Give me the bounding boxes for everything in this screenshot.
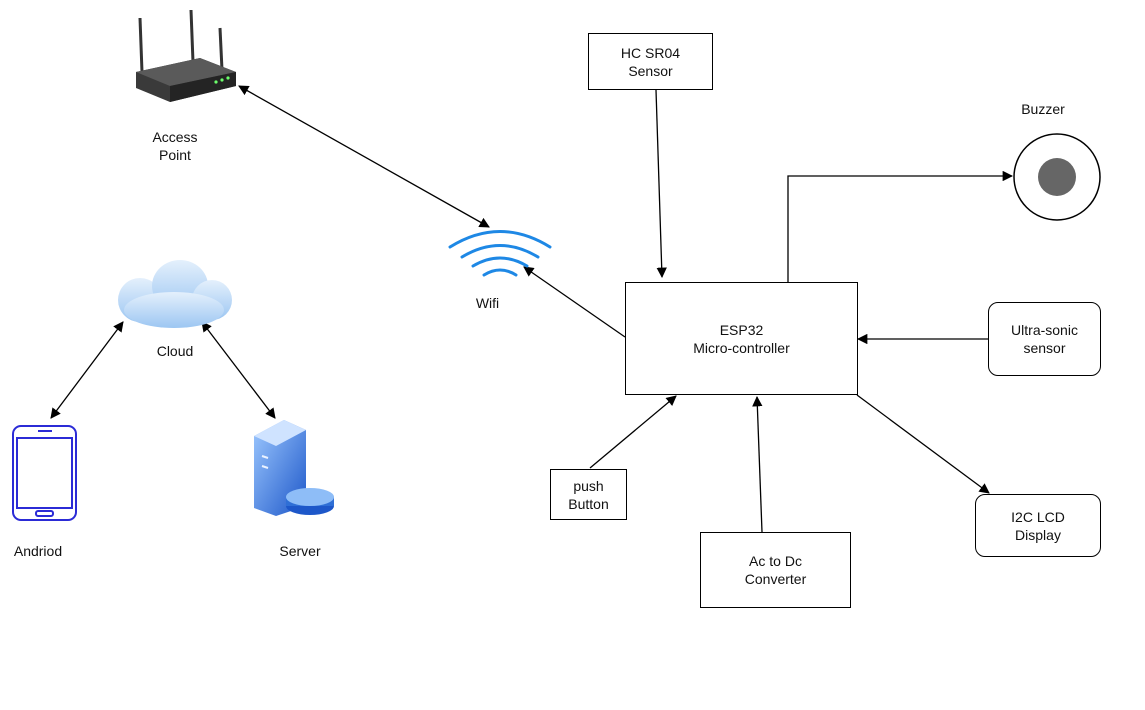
cloud-label: Cloud xyxy=(156,343,194,359)
esp32-box: ESP32 Micro-controller xyxy=(625,282,858,395)
smartphone-icon xyxy=(12,425,77,521)
push-button-box: push Button xyxy=(550,469,627,520)
edge-cloud-android xyxy=(50,321,124,419)
server-label: Server xyxy=(279,543,321,559)
edge-acdc-esp32 xyxy=(752,395,763,533)
access-point-label-line2: Point xyxy=(159,147,191,163)
edge-button-esp32 xyxy=(589,395,677,469)
hc-sr04-sensor-box: HC SR04 Sensor xyxy=(588,33,713,90)
access-point-label: Access Point xyxy=(135,128,215,164)
edge-esp32-buzzer xyxy=(787,170,1014,282)
buzzer-icon xyxy=(1013,133,1101,221)
lcd-line2: Display xyxy=(1015,526,1061,543)
access-point-label-line1: Access xyxy=(152,129,198,145)
ultrasonic-line2: sensor xyxy=(1023,340,1066,356)
cloud-icon xyxy=(118,260,232,328)
wifi-label: Wifi xyxy=(475,295,500,311)
android-label: Andriod xyxy=(13,543,63,559)
ac-dc-converter-box: Ac to Dc Converter xyxy=(700,532,851,608)
edge-hcsr04-esp32 xyxy=(655,89,667,279)
ac-dc-line2: Converter xyxy=(744,571,807,587)
push-button-line1: push xyxy=(573,477,604,494)
edge-esp32-wifi xyxy=(523,266,626,338)
hc-sr04-line1: HC SR04 xyxy=(620,44,681,61)
edge-cloud-server xyxy=(201,321,276,419)
router-icon xyxy=(136,9,236,102)
wifi-icon xyxy=(448,230,552,277)
edge-accesspoint-wifi xyxy=(238,85,490,228)
ultrasonic-sensor-box: Ultra-sonic sensor xyxy=(988,302,1101,376)
push-button-line2: Button xyxy=(568,495,609,512)
i2c-lcd-display-box: I2C LCD Display xyxy=(975,494,1101,557)
esp32-line2: Micro-controller xyxy=(693,339,790,356)
connectors xyxy=(50,85,1014,533)
buzzer-label: Buzzer xyxy=(1021,101,1065,117)
ultrasonic-line1: Ultra-sonic xyxy=(1011,322,1078,338)
esp32-line1: ESP32 xyxy=(719,321,764,338)
edge-esp32-lcd xyxy=(856,394,990,494)
hc-sr04-line2: Sensor xyxy=(628,62,673,79)
server-icon xyxy=(254,420,334,516)
ac-dc-line1: Ac to Dc xyxy=(749,553,802,569)
lcd-line1: I2C LCD xyxy=(1011,508,1065,525)
